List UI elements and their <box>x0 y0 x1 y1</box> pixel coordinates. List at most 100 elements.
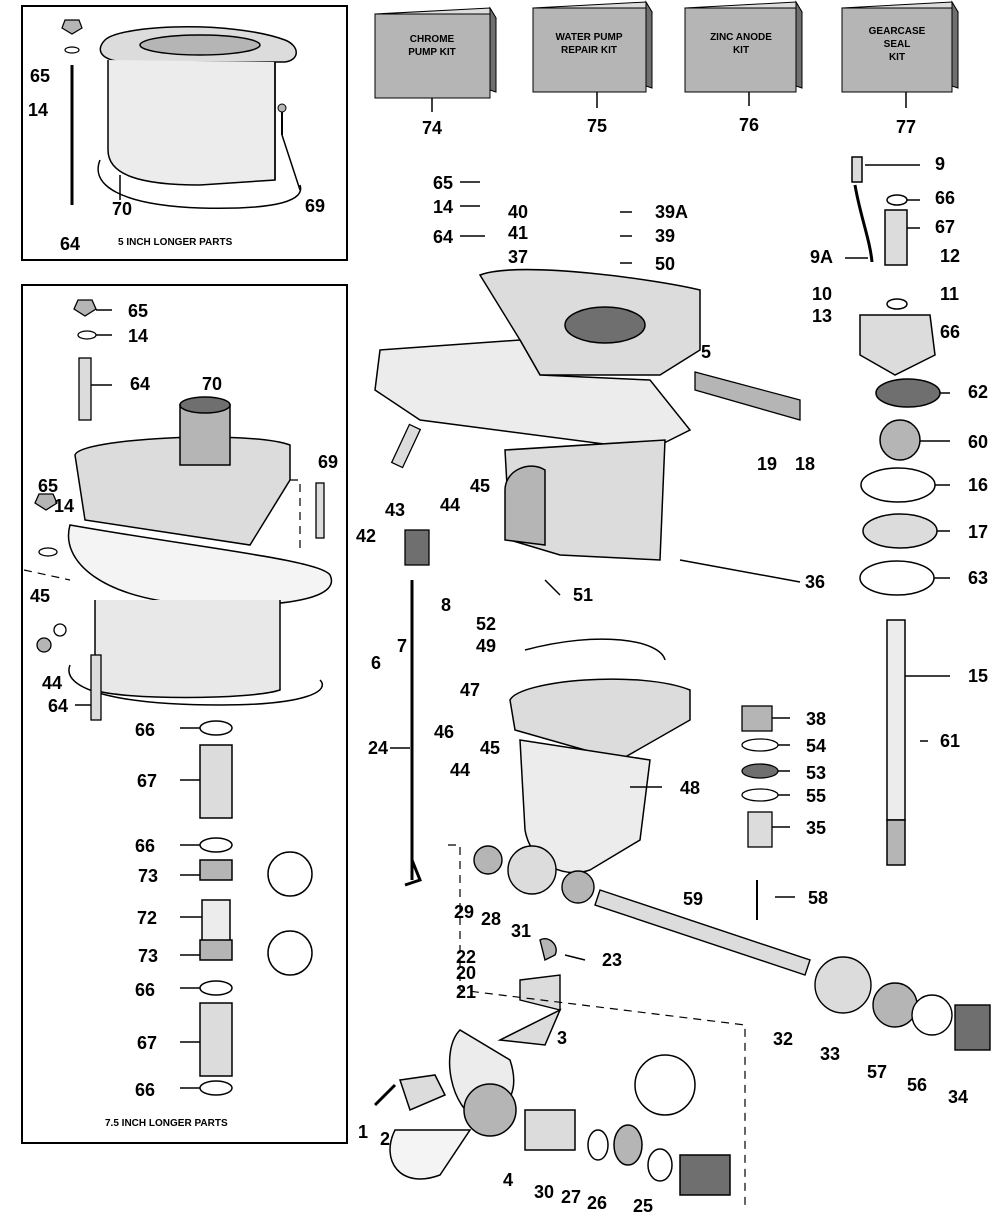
callout-label-90: 2 <box>380 1129 390 1149</box>
callout-label-44: 16 <box>968 475 988 495</box>
callout-label-80: 22 <box>456 947 476 967</box>
kit-76-line-1: ZINC ANODE <box>710 32 772 43</box>
panel-5-inch-caption: 5 INCH LONGER PARTS <box>118 237 233 248</box>
callout-label-35: 67 <box>935 217 955 237</box>
callout-label-45: 17 <box>968 522 988 542</box>
callout-label-49: 5 <box>701 342 711 362</box>
callout-label-5: 65 <box>128 301 148 321</box>
callout-label-79: 23 <box>602 950 622 970</box>
callout-label-25: 14 <box>433 197 453 217</box>
callout-label-69: 38 <box>806 709 826 729</box>
callout-label-1: 14 <box>28 100 48 120</box>
callout-label-41: 66 <box>940 322 960 342</box>
callout-leader-59 <box>544 579 561 596</box>
callout-label-13: 44 <box>42 673 62 693</box>
callout-label-78: 31 <box>511 921 531 941</box>
callout-label-27: 40 <box>508 202 528 222</box>
callout-label-38: 10 <box>812 284 832 304</box>
callout-label-48: 61 <box>940 731 960 751</box>
extension-housing-5-inch <box>97 26 302 210</box>
callout-label-32: 50 <box>655 254 675 274</box>
callout-label-65: 45 <box>480 738 500 758</box>
callout-label-74: 59 <box>683 889 703 909</box>
bearing-stack-38-35 <box>741 705 779 848</box>
callout-label-61: 52 <box>476 614 496 634</box>
callout-label-94: 26 <box>587 1193 607 1213</box>
callout-label-93: 27 <box>561 1187 581 1207</box>
callout-label-23: 66 <box>135 1080 155 1100</box>
callout-label-37: 12 <box>940 246 960 266</box>
kit-77-number: 77 <box>896 117 916 137</box>
kit-box-water-pump-repair: WATER PUMP REPAIR KIT 75 <box>532 0 653 136</box>
callout-label-21: 66 <box>135 980 155 1000</box>
callout-label-0: 65 <box>30 66 50 86</box>
callout-label-85: 57 <box>867 1062 887 1082</box>
callout-label-76: 29 <box>454 902 474 922</box>
callout-label-84: 33 <box>820 1044 840 1064</box>
callout-label-56: 8 <box>441 595 451 615</box>
kit-74-number: 74 <box>422 118 442 138</box>
callout-label-8: 70 <box>202 374 222 394</box>
callout-label-11: 14 <box>54 496 74 516</box>
callout-label-88: 3 <box>557 1028 567 1048</box>
callout-label-12: 45 <box>30 586 50 606</box>
hardware-left <box>34 299 325 721</box>
callout-label-39: 11 <box>940 284 959 304</box>
callout-label-67: 24 <box>368 738 388 758</box>
callout-leader-79 <box>564 954 586 961</box>
callout-label-42: 62 <box>968 382 988 402</box>
callout-label-62: 49 <box>476 636 496 656</box>
callout-label-73: 35 <box>806 818 826 838</box>
kit-75-line-1: WATER PUMP <box>555 32 622 43</box>
lower-gearcase <box>509 638 691 874</box>
callout-label-9: 69 <box>318 452 338 472</box>
callout-label-15: 66 <box>135 720 155 740</box>
callout-label-72: 55 <box>806 786 826 806</box>
callout-leader-60 <box>679 559 801 583</box>
callout-label-77: 28 <box>481 909 501 929</box>
callout-label-89: 1 <box>358 1122 368 1142</box>
callout-label-70: 54 <box>806 736 826 756</box>
callout-label-19: 72 <box>137 908 157 928</box>
propeller-shaft-assembly <box>473 845 991 1051</box>
callout-label-18: 73 <box>138 866 158 886</box>
water-tube-stack <box>199 720 313 1096</box>
callout-label-53: 45 <box>470 476 490 496</box>
callout-label-83: 32 <box>773 1029 793 1049</box>
kit-76-line-2: KIT <box>733 45 749 56</box>
panel-5-inch-frame <box>21 5 348 261</box>
propeller-assembly <box>373 1008 731 1196</box>
callout-label-36: 9A <box>810 247 833 267</box>
callout-label-28: 41 <box>508 223 528 243</box>
callout-label-86: 56 <box>907 1075 927 1095</box>
kit-77-line-3: KIT <box>889 52 905 63</box>
callout-label-63: 47 <box>460 680 480 700</box>
callout-label-55: 44 <box>440 495 460 515</box>
callout-label-59: 51 <box>573 585 593 605</box>
callout-label-71: 53 <box>806 763 826 783</box>
callout-label-16: 67 <box>137 771 157 791</box>
panel-7-5-inch-caption: 7.5 INCH LONGER PARTS <box>105 1118 228 1129</box>
water-pump-stack <box>851 156 941 866</box>
extension-housing-7-5-inch <box>67 396 333 706</box>
callout-label-51: 18 <box>795 454 815 474</box>
callout-label-91: 4 <box>503 1170 513 1190</box>
kit-box-gearcase-seal: GEARCASE SEAL KIT 77 <box>841 0 959 137</box>
callout-label-92: 30 <box>534 1182 554 1202</box>
callout-label-82: 21 <box>456 982 476 1002</box>
callout-label-68: 48 <box>680 778 700 798</box>
kit-75-line-2: REPAIR KIT <box>561 45 617 56</box>
callout-label-95: 25 <box>633 1196 653 1216</box>
kit-74-line-2: PUMP KIT <box>408 47 456 58</box>
kit-74-line-1: CHROME <box>410 34 455 45</box>
callout-label-22: 67 <box>137 1033 157 1053</box>
callout-label-64: 46 <box>434 722 454 742</box>
callout-label-47: 15 <box>968 666 988 686</box>
stud-64-top <box>61 19 287 205</box>
callout-label-57: 7 <box>397 636 407 656</box>
kit-77-line-1: GEARCASE <box>869 26 926 37</box>
callout-label-2: 69 <box>305 196 325 216</box>
trim-tab-and-shift-parts <box>390 371 801 887</box>
